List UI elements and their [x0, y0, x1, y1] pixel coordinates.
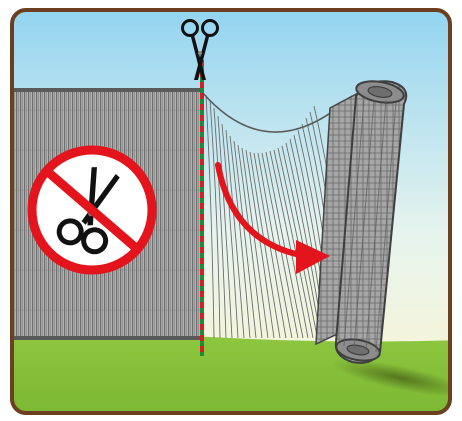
no-cutting-icon — [32, 150, 152, 270]
